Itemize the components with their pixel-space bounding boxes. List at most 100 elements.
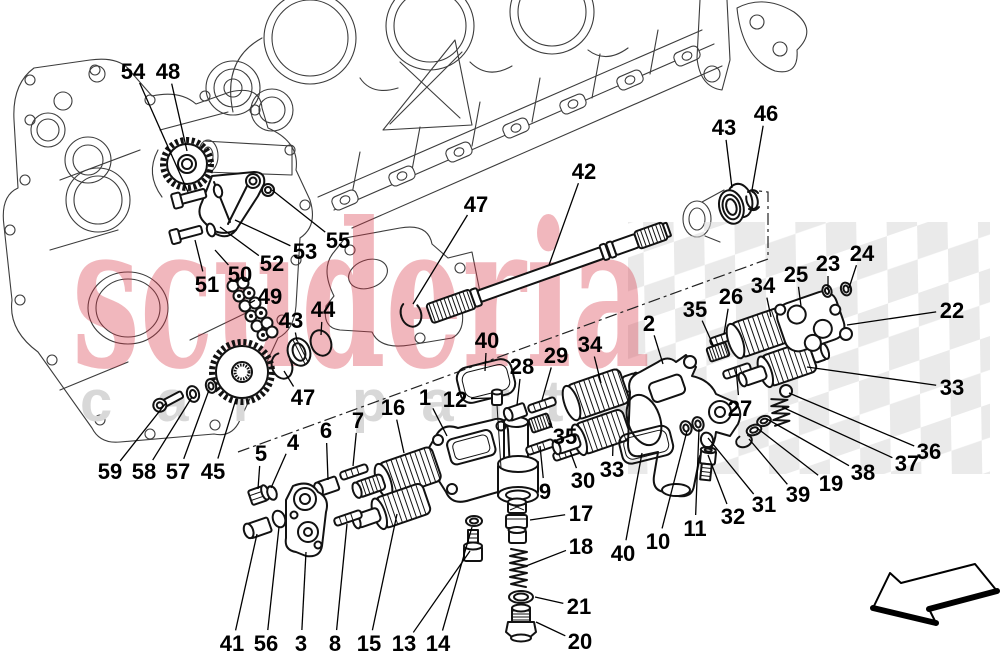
callout-label-22: 22 [940, 298, 964, 323]
callout-leader-53 [234, 219, 291, 247]
callout-leader-9 [539, 445, 544, 479]
assembly-centerline [237, 189, 769, 453]
part-42-pump-shaft [425, 221, 672, 324]
part-34-33-gear-pair-mid [551, 368, 643, 457]
part-29-stud [527, 396, 557, 414]
callout-leader-20 [535, 621, 566, 637]
part-56-o-ring [271, 509, 287, 529]
part-23-24-washers [821, 281, 853, 298]
callout-label-19: 19 [819, 471, 843, 496]
callout-label-35: 35 [683, 297, 707, 322]
callout-label-42: 42 [572, 159, 596, 184]
callout-label-55: 55 [326, 228, 350, 253]
callout-label-20: 20 [568, 629, 592, 653]
callout-leader-35 [701, 320, 715, 348]
callout-leader-6 [325, 442, 329, 481]
callout-label-52: 52 [260, 251, 284, 276]
part-43-bearing [717, 182, 754, 225]
part-45-driven-sprocket [209, 339, 275, 405]
callout-leader-10 [661, 430, 688, 529]
crankcase-cover-drawing [2, 58, 313, 443]
callout-label-51: 51 [195, 272, 219, 297]
callout-leader-55 [271, 189, 326, 233]
part-49-chain [226, 276, 279, 342]
callout-label-31: 31 [752, 492, 776, 517]
callout-leader-39 [748, 438, 788, 485]
callout-leader-12 [470, 397, 492, 400]
callout-label-32: 32 [721, 504, 745, 529]
callout-leader-47 [412, 214, 469, 305]
callout-label-14: 14 [426, 631, 451, 653]
callout-label-28: 28 [510, 354, 534, 379]
callout-label-56: 56 [254, 631, 278, 653]
callout-leader-41 [234, 533, 258, 631]
callout-label-43: 43 [712, 115, 736, 140]
callout-leader-44 [320, 321, 323, 336]
part-21-washer [508, 590, 534, 604]
callout-leader-34 [593, 356, 602, 384]
callout-leader-51 [194, 239, 204, 272]
callout-label-7: 7 [352, 408, 364, 433]
callout-leader-2 [653, 335, 664, 365]
callout-leader-59 [119, 402, 167, 462]
part-50-52-bolts-washers [168, 183, 224, 246]
part-35-splined-coupling [527, 412, 553, 434]
callout-label-46: 46 [754, 101, 778, 126]
callout-label-25: 25 [784, 262, 808, 287]
part-12-dowel-pin [491, 388, 503, 469]
callout-label-3: 3 [295, 631, 307, 653]
callout-label-26: 26 [719, 284, 743, 309]
callout-label-41: 41 [220, 631, 244, 653]
part-46-retaining-clip [745, 189, 760, 212]
callout-leader-4 [270, 453, 287, 489]
callout-leader-14 [441, 526, 473, 631]
part-43-44-47-seal-set [270, 329, 333, 380]
callout-leader-31 [707, 437, 755, 495]
callout-label-36: 36 [917, 439, 941, 464]
callout-label-43: 43 [279, 308, 303, 333]
callout-leader-22 [846, 311, 937, 326]
callout-label-38: 38 [851, 460, 875, 485]
callout-label-2: 2 [643, 311, 655, 336]
callout-leader-35 [548, 422, 554, 429]
callout-leader-28 [516, 378, 521, 406]
brand-watermark-text: scuderia [72, 179, 650, 414]
callout-label-53: 53 [293, 239, 317, 264]
callout-label-57: 57 [166, 459, 190, 484]
callout-leader-16 [396, 419, 405, 454]
part-40-gasket-rear [618, 424, 675, 465]
callout-leader-46 [751, 125, 764, 191]
callout-leader-34 [766, 297, 772, 318]
callout-leader-36 [788, 392, 915, 447]
callout-label-9: 9 [539, 479, 551, 504]
callout-label-13: 13 [392, 631, 416, 653]
part-48-drive-sprocket [160, 137, 214, 191]
callout-leader-33 [806, 366, 937, 386]
part-1-pump-cover [426, 416, 539, 504]
callout-leader-3 [301, 551, 307, 631]
part-32-bolt [699, 445, 718, 482]
callout-label-27: 27 [728, 396, 752, 421]
callout-label-49: 49 [258, 284, 282, 309]
part-22-end-plate [774, 290, 853, 353]
callout-label-35: 35 [553, 424, 577, 449]
callout-leader-42 [548, 182, 580, 266]
callout-leader-1 [432, 408, 448, 437]
callout-leader-11 [694, 428, 700, 516]
part-10-11-31-washers [679, 416, 715, 449]
callout-label-40: 40 [611, 541, 635, 566]
callout-label-8: 8 [329, 631, 341, 653]
callout-leader-30 [569, 450, 578, 469]
callout-label-59: 59 [98, 459, 122, 484]
callout-leader-45 [217, 398, 237, 459]
part-13-bolt [463, 529, 483, 562]
callout-leader-52 [219, 226, 260, 257]
callout-label-24: 24 [850, 241, 875, 266]
callout-leader-24 [848, 264, 858, 289]
part-28-bushing [502, 402, 528, 422]
part-18-spring [509, 548, 528, 588]
part-3-side-cover [284, 482, 328, 558]
callout-label-34: 34 [578, 332, 603, 357]
